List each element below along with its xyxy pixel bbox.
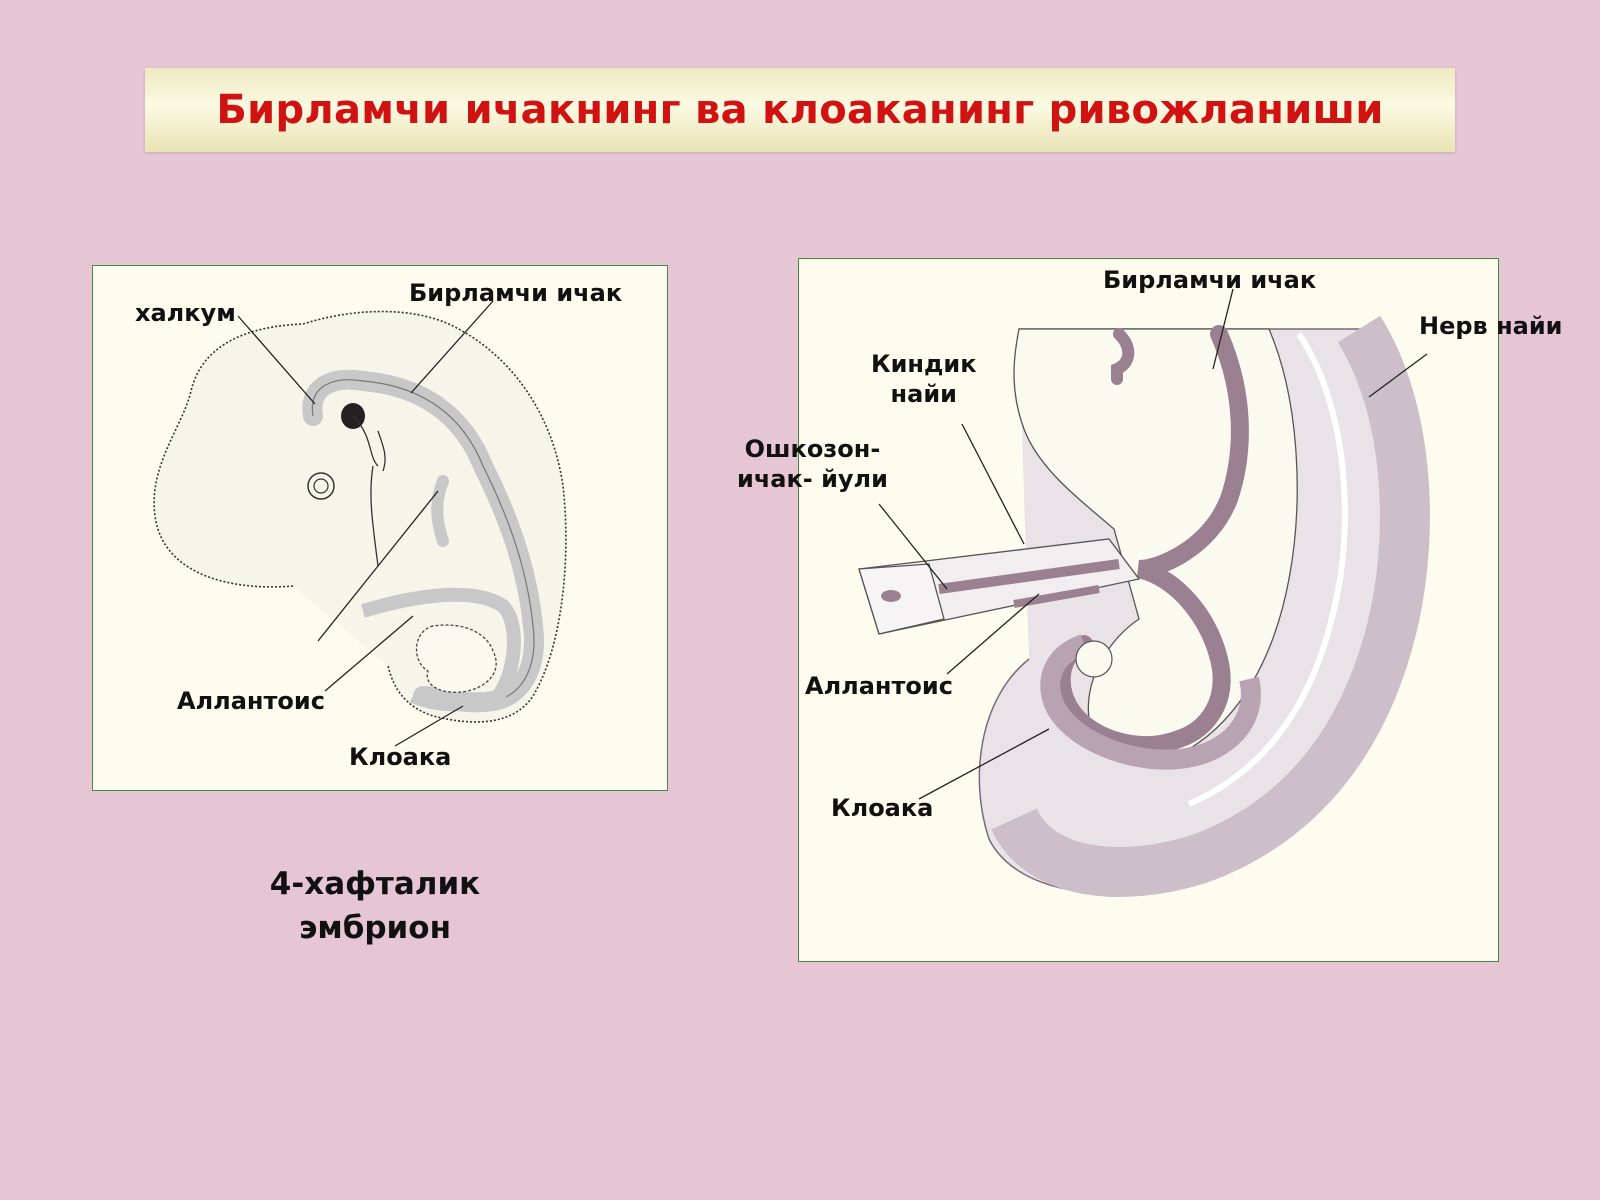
label-primary-gut: Бирламчи ичак xyxy=(409,279,623,307)
right-embryo-drawing xyxy=(858,288,1430,897)
embryo-outline xyxy=(153,310,567,723)
label-neural-tube: Нерв найи xyxy=(1419,312,1563,340)
embryo-caption: 4-хафталик эмбрион xyxy=(269,866,481,946)
page-title: Бирламчи ичакнинг ва клоаканинг ривожлан… xyxy=(216,87,1384,133)
label-cloaca: Клоака xyxy=(349,743,452,771)
label-cloaca-right: Клоака xyxy=(831,794,934,822)
allantois-blob xyxy=(415,624,497,693)
label-pharynx: халкум xyxy=(135,299,236,327)
left-embryo-drawing xyxy=(153,300,567,747)
right-embryo-panel: Бирламчи ичак Нерв найи Киндик найи Ошко… xyxy=(737,258,1563,962)
label-vitelline-duct: Ошкозон- ичак- йули xyxy=(737,435,888,493)
primary-gut xyxy=(1052,325,1249,754)
hindgut-cloaca xyxy=(360,587,521,712)
left-embryo-panel: халкум Бирламчи ичак Аллантоис Клоака xyxy=(92,265,668,791)
title-bar: Бирламчи ичакнинг ва клоаканинг ривожлан… xyxy=(145,68,1455,152)
label-umbilical-cord: Киндик найи xyxy=(871,350,977,408)
label-allantois-right: Аллантоис xyxy=(805,672,953,700)
neural-tube xyxy=(991,315,1430,897)
label-primary-gut-right: Бирламчи ичак xyxy=(1103,266,1317,294)
cloaca-spiral xyxy=(1040,634,1261,770)
label-allantois: Аллантоис xyxy=(177,687,325,715)
